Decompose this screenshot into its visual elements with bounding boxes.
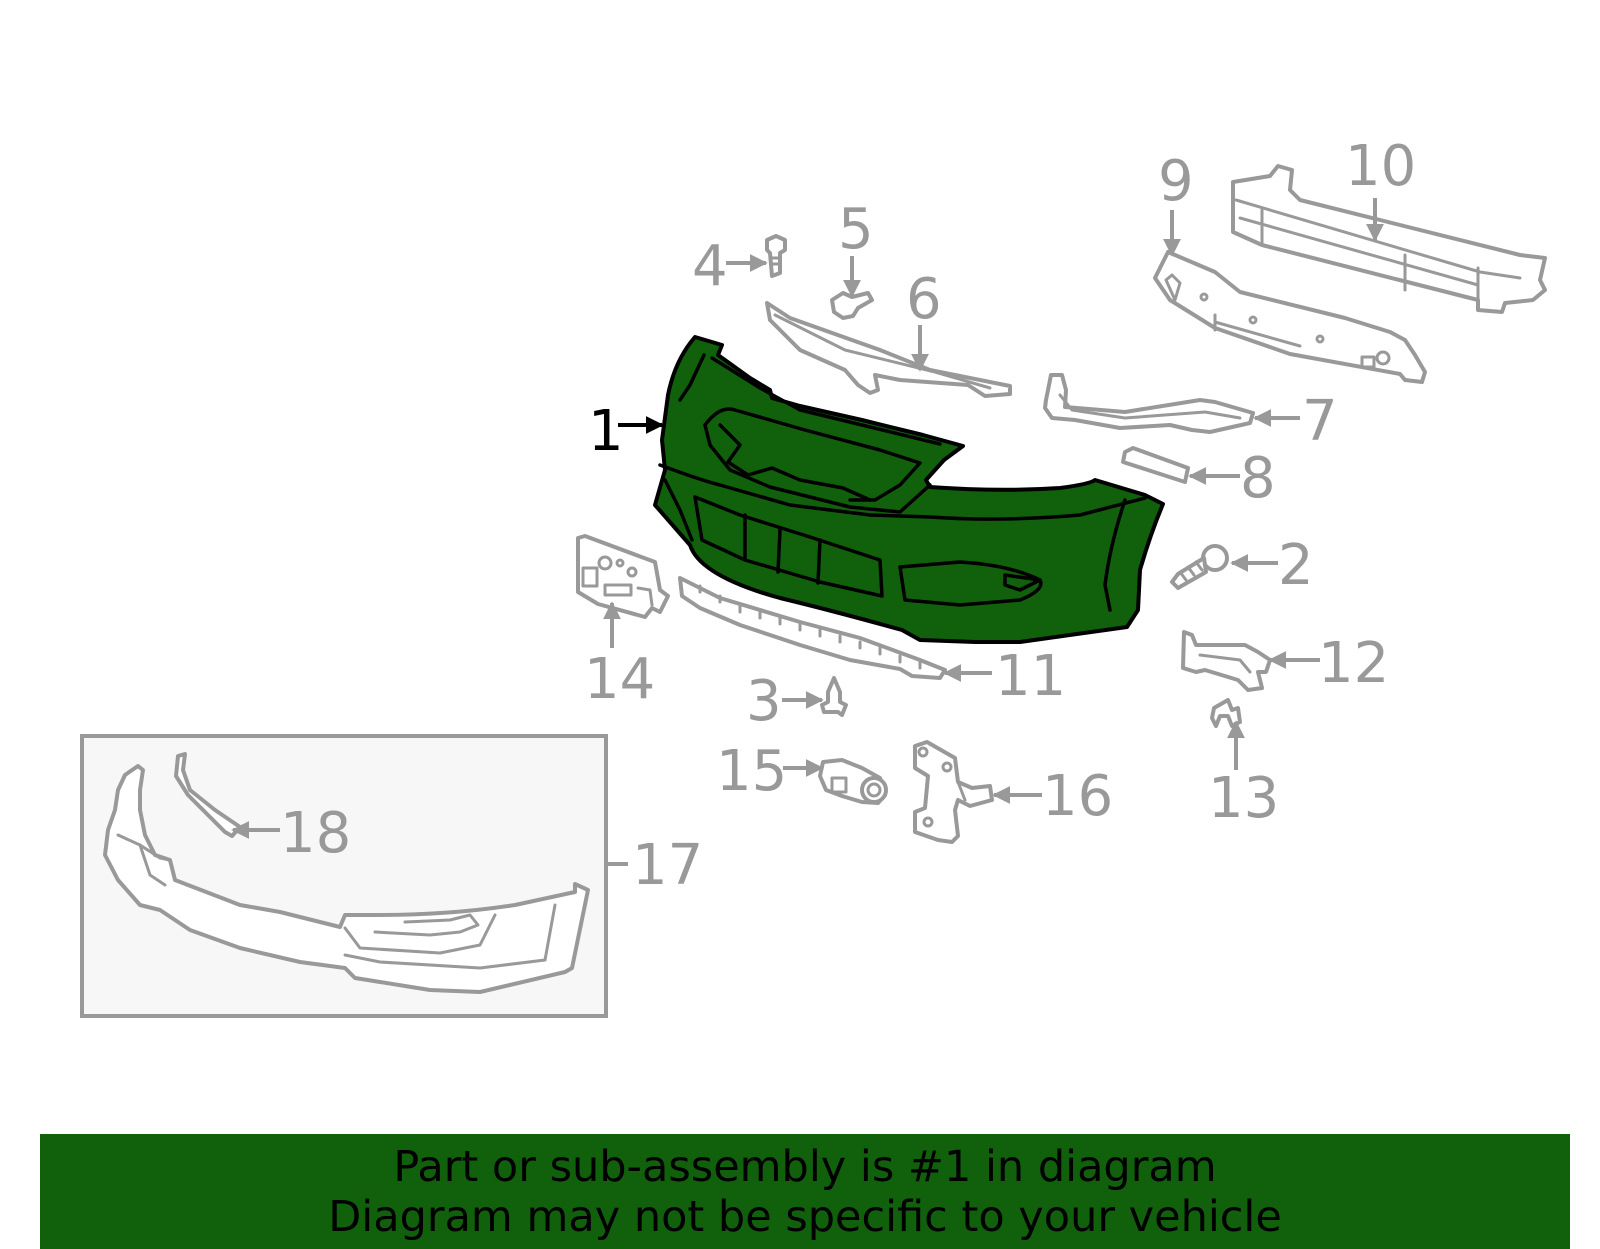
callout-8: 8 — [1240, 446, 1276, 511]
banner-line-1: Part or sub-assembly is #1 in diagram — [393, 1141, 1217, 1192]
part-17-inset — [80, 734, 608, 1018]
callout-12: 12 — [1318, 631, 1389, 696]
part-1-bumper-cover[interactable] — [653, 335, 1165, 644]
part-2-screw — [1170, 544, 1229, 590]
callout-16: 16 — [1042, 764, 1113, 829]
callout-1: 1 — [588, 399, 624, 464]
part-10-reinforcement — [1231, 164, 1547, 314]
callout-labels: 1 2 3 4 5 6 7 8 9 10 11 12 13 14 15 16 1… — [280, 134, 1416, 898]
callout-11: 11 — [995, 644, 1066, 709]
callout-7: 7 — [1302, 389, 1338, 454]
callout-14: 14 — [584, 647, 655, 712]
leader-arrows — [231, 198, 1384, 866]
part-6-upper-bracket — [765, 301, 1012, 398]
banner-line-2: Diagram may not be specific to your vehi… — [328, 1191, 1282, 1242]
callout-3: 3 — [746, 669, 782, 734]
part-9-absorber — [1153, 250, 1427, 384]
part-11-lower-strip — [678, 576, 947, 680]
part-3-clip — [820, 676, 848, 717]
callout-15: 15 — [716, 739, 787, 804]
callout-18: 18 — [280, 801, 351, 866]
callout-6: 6 — [906, 267, 942, 332]
part-5-bolt — [830, 291, 874, 320]
callout-10: 10 — [1345, 134, 1416, 199]
part-16-bracket — [913, 740, 994, 844]
callout-2: 2 — [1278, 533, 1314, 598]
callout-4: 4 — [692, 234, 728, 299]
callout-17: 17 — [632, 833, 703, 898]
part-4-bolt — [765, 234, 787, 278]
notice-banner: Part or sub-assembly is #1 in diagram Di… — [40, 1134, 1570, 1249]
part-7-side-bracket — [1043, 373, 1255, 434]
callout-5: 5 — [838, 197, 874, 262]
part-14-license-bracket — [576, 534, 670, 619]
part-8-pad — [1121, 446, 1190, 484]
callout-13: 13 — [1208, 766, 1279, 831]
part-12-side-retainer — [1181, 630, 1272, 692]
part-15-sensor — [818, 758, 888, 805]
callout-9: 9 — [1158, 149, 1194, 214]
